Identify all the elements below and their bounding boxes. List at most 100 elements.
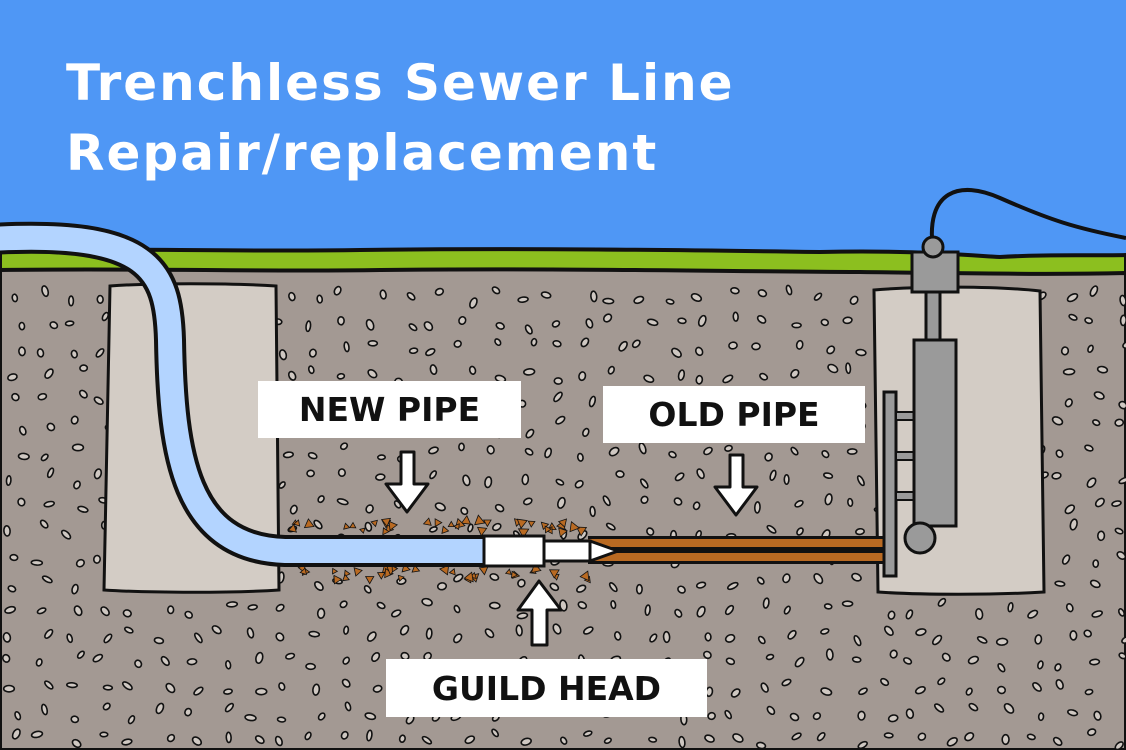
debris-fragment	[558, 527, 568, 538]
pebble	[1114, 527, 1124, 535]
pebble	[255, 651, 264, 665]
pebble	[820, 687, 833, 696]
right-pit	[872, 285, 1046, 596]
pebble	[995, 637, 1009, 646]
pebble	[724, 604, 735, 616]
pebble	[1114, 418, 1125, 427]
debris-fragment	[448, 568, 456, 576]
pebble	[553, 391, 563, 403]
pebble	[18, 321, 26, 331]
pebble	[316, 607, 326, 619]
pebble	[121, 738, 133, 746]
pebble	[494, 503, 505, 513]
pebble	[1084, 317, 1094, 325]
pebble	[76, 650, 85, 659]
pebble	[1093, 391, 1105, 400]
pebble	[365, 318, 375, 331]
pebble	[823, 603, 833, 610]
pebble	[35, 658, 43, 667]
pebble	[484, 628, 495, 639]
pebble	[308, 630, 321, 638]
pebble	[544, 447, 553, 459]
pebble	[134, 659, 143, 669]
debris-fragment	[474, 514, 486, 526]
pebble	[17, 497, 26, 507]
pebble	[223, 688, 233, 695]
pebble	[43, 500, 55, 508]
pebble	[644, 604, 651, 616]
pebble	[1051, 471, 1062, 480]
pebble	[103, 633, 113, 644]
pebble	[101, 311, 110, 322]
debris-fragment	[548, 569, 560, 579]
pebble	[674, 472, 685, 482]
pebble	[193, 686, 204, 696]
pebble	[406, 291, 416, 301]
pebble	[1089, 658, 1101, 666]
pebble	[92, 554, 102, 564]
pebble	[638, 442, 647, 455]
pebble	[398, 734, 406, 743]
pebble	[785, 284, 793, 296]
pebble	[71, 583, 79, 595]
pebble	[1118, 476, 1126, 485]
pebble	[1, 653, 11, 663]
pebble	[796, 527, 804, 536]
pebble	[1055, 679, 1064, 690]
pebble	[816, 731, 826, 742]
pebble	[782, 573, 791, 584]
pebble	[41, 575, 53, 584]
pebble	[288, 291, 296, 302]
pebble	[3, 525, 11, 537]
pebble	[889, 649, 898, 659]
pebble	[766, 524, 777, 534]
pebble	[244, 714, 257, 722]
debris-fragment	[359, 527, 366, 534]
pebble	[46, 467, 55, 479]
pebble	[975, 608, 984, 620]
pebble	[1037, 660, 1044, 670]
pebble	[524, 324, 533, 335]
pebble	[695, 374, 704, 385]
pebble	[724, 633, 736, 643]
pebble	[976, 635, 988, 644]
pebble	[517, 578, 526, 588]
pebble	[494, 338, 502, 347]
pebble	[73, 605, 83, 617]
pebble	[696, 605, 706, 618]
debris-fragment	[544, 525, 553, 534]
pebble	[549, 582, 560, 592]
pebble	[337, 316, 345, 326]
debris-fragment	[342, 573, 350, 582]
debris-fragment	[299, 567, 307, 576]
pebble	[1117, 608, 1126, 617]
pebble	[376, 601, 386, 610]
pebble	[849, 295, 859, 305]
pebble	[552, 623, 562, 635]
pebble	[857, 710, 866, 721]
pebble	[312, 683, 321, 696]
debris-fragment	[287, 523, 298, 533]
old-pipe-label: OLD PIPE	[603, 386, 865, 443]
pebble	[372, 684, 383, 693]
pebble	[44, 368, 54, 379]
pebble	[605, 522, 616, 531]
pebble	[555, 415, 566, 425]
pebble	[1121, 635, 1126, 644]
pebble	[640, 495, 649, 504]
pebble	[646, 527, 655, 536]
pebble	[367, 368, 378, 379]
pebble	[946, 736, 958, 747]
pebble	[46, 422, 56, 432]
pebble	[665, 298, 675, 305]
pebble	[344, 701, 352, 712]
pebble	[93, 396, 104, 406]
pebble	[225, 601, 239, 608]
pebble	[7, 585, 17, 593]
pebble	[1096, 530, 1106, 542]
pebble	[40, 703, 49, 716]
pebble	[67, 295, 75, 307]
pebble	[1087, 344, 1094, 354]
pebble	[552, 339, 562, 348]
